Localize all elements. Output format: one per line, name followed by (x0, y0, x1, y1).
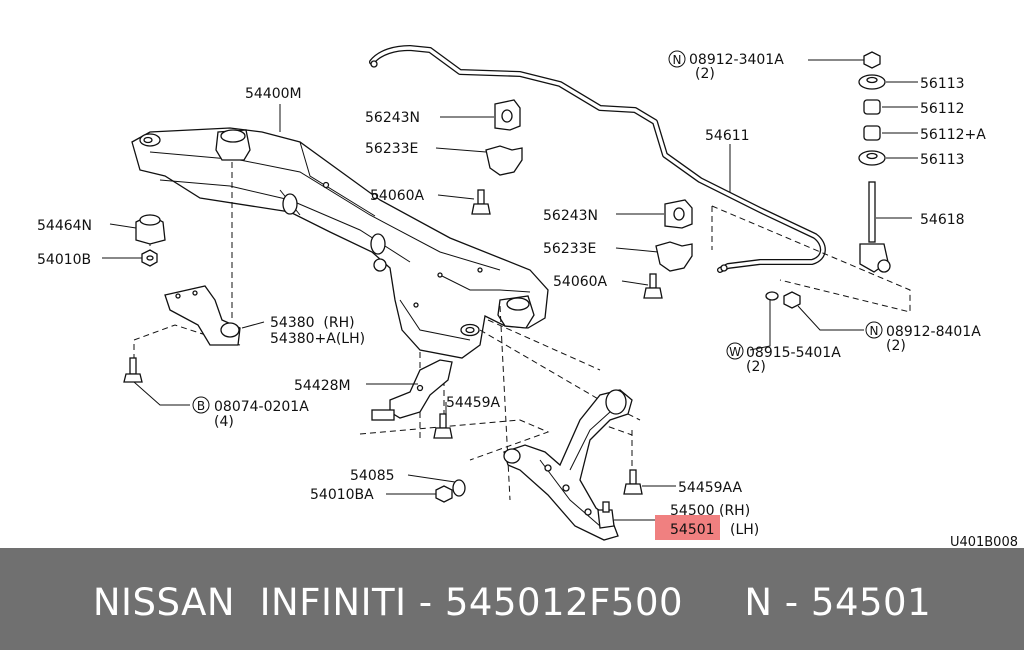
label-54464n: 54464N (37, 218, 92, 234)
label-08074-0201a-qty: (4) (214, 414, 234, 430)
diagram-code: U401B008 (950, 535, 1018, 548)
label-54060a-b: 54060A (553, 274, 608, 290)
label-56112a: 56112+A (920, 127, 986, 143)
circle-w-label: W (729, 345, 741, 359)
label-54428m: 54428M (294, 378, 351, 394)
crossmember (131, 127, 549, 359)
label-54500: 54500 (RH) (670, 503, 750, 519)
label-54010b: 54010B (37, 252, 91, 268)
bolt-54060a-lower (643, 273, 663, 299)
label-54380a: 54380+A(LH) (270, 331, 365, 347)
bushing-56112a (863, 125, 881, 141)
circle-n-label-2: N (870, 324, 879, 338)
member-54428m (371, 359, 453, 421)
bushing-56112 (863, 99, 881, 115)
label-56243n-b: 56243N (543, 208, 598, 224)
label-54400m: 54400M (245, 86, 302, 102)
circle-n-label: N (673, 53, 682, 67)
label-54501: 54501 (670, 522, 715, 538)
washer-08915-5401a (765, 291, 779, 301)
label-08912-8401a-qty: (2) (886, 338, 906, 354)
bolt-54060a-upper (471, 189, 491, 215)
label-08915-5401a: 08915-5401A (746, 345, 841, 361)
footer-part-number: NISSAN INFINITI - 545012F500 N - 54501 (92, 581, 932, 624)
lower-arm (503, 389, 633, 541)
label-54611: 54611 (705, 128, 750, 144)
label-56233e-b: 56233E (543, 241, 596, 257)
clamp-56233e-a (485, 145, 523, 176)
parts-diagram: N N W B 54400M 56243N 56233E 54060A 5446… (37, 45, 1018, 548)
highlight-54501 (655, 515, 720, 540)
label-08912-3401a: 08912-3401A (689, 52, 784, 68)
label-54380: 54380 (RH) (270, 315, 355, 331)
nut-08912-8401a (783, 291, 801, 309)
nut-54010ba (435, 485, 453, 503)
bolt-08074-0201a (123, 357, 143, 383)
label-08915-5401a-qty: (2) (746, 359, 766, 375)
clamp-56233e-b (655, 241, 693, 272)
label-54060a-a: 54060A (370, 188, 425, 204)
connecting-rod-54618 (859, 181, 891, 273)
footer-bar: NISSAN INFINITI - 545012F500 N - 54501 (0, 548, 1024, 650)
label-56113-b: 56113 (920, 152, 965, 168)
label-54618: 54618 (920, 212, 965, 228)
label-08074-0201a: 08074-0201A (214, 399, 309, 415)
label-54085: 54085 (350, 468, 395, 484)
label-08912-3401a-qty: (2) (695, 66, 715, 82)
label-08912-8401a: 08912-8401A (886, 324, 981, 340)
nut-08912-3401a (863, 51, 881, 69)
circle-b-label: B (197, 399, 205, 413)
label-54501-side: (LH) (730, 522, 759, 538)
label-56243n-a: 56243N (365, 110, 420, 126)
label-56233e-a: 56233E (365, 141, 418, 157)
label-56112: 56112 (920, 101, 965, 117)
washer-54085 (452, 479, 466, 497)
label-54459a: 54459A (446, 395, 501, 411)
bolt-54459aa (623, 469, 643, 495)
bolt-54459a (433, 413, 453, 439)
label-54010ba: 54010BA (310, 487, 374, 503)
label-56113-a: 56113 (920, 76, 965, 92)
label-54459aa: 54459AA (678, 480, 743, 496)
